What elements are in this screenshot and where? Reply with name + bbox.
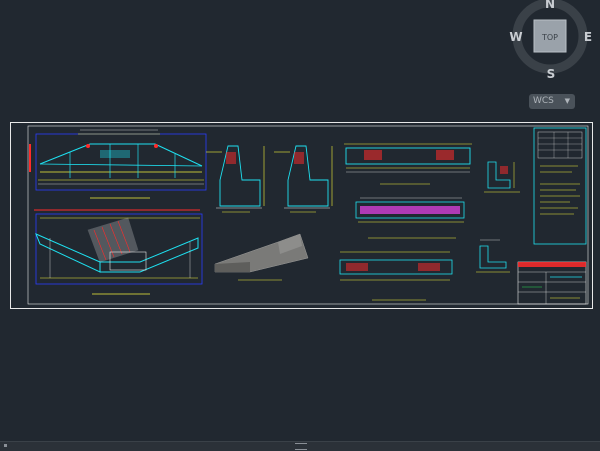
viewcube-top-face[interactable]	[533, 19, 567, 53]
scroll-thumb[interactable]	[295, 443, 307, 450]
detail-view-1	[484, 161, 520, 193]
viewcube-graphic[interactable]: TOP N S W E	[508, 0, 600, 82]
inner-border	[27, 125, 589, 305]
viewcube-face-label: TOP	[541, 33, 558, 42]
wcs-label: WCS	[533, 96, 554, 106]
foundation-section	[355, 197, 465, 239]
title-block	[517, 261, 587, 305]
elevation-view	[29, 129, 207, 199]
viewcube[interactable]: TOP N S W E	[508, 0, 600, 82]
scroll-left-marker[interactable]	[4, 444, 7, 447]
isometric-3d-view	[214, 233, 309, 281]
compass-south-label[interactable]: S	[547, 67, 556, 81]
compass-north-label[interactable]: N	[545, 0, 555, 11]
compass-east-label[interactable]: E	[584, 30, 592, 44]
section-view-b	[274, 145, 333, 213]
compass-ring[interactable]	[512, 0, 588, 74]
detail-view-2	[476, 239, 510, 273]
longitudinal-section	[344, 143, 472, 185]
section-view-a	[206, 145, 265, 213]
wcs-menu-button[interactable]: WCS ▼	[529, 94, 575, 109]
drawing-sheet-border	[10, 122, 593, 309]
compass-west-label[interactable]: W	[509, 30, 522, 44]
notes-panel	[533, 127, 587, 245]
plan-view	[34, 209, 203, 295]
cad-drawing-area[interactable]	[10, 122, 593, 309]
profile-section	[339, 251, 453, 301]
chevron-down-icon: ▼	[564, 97, 570, 105]
